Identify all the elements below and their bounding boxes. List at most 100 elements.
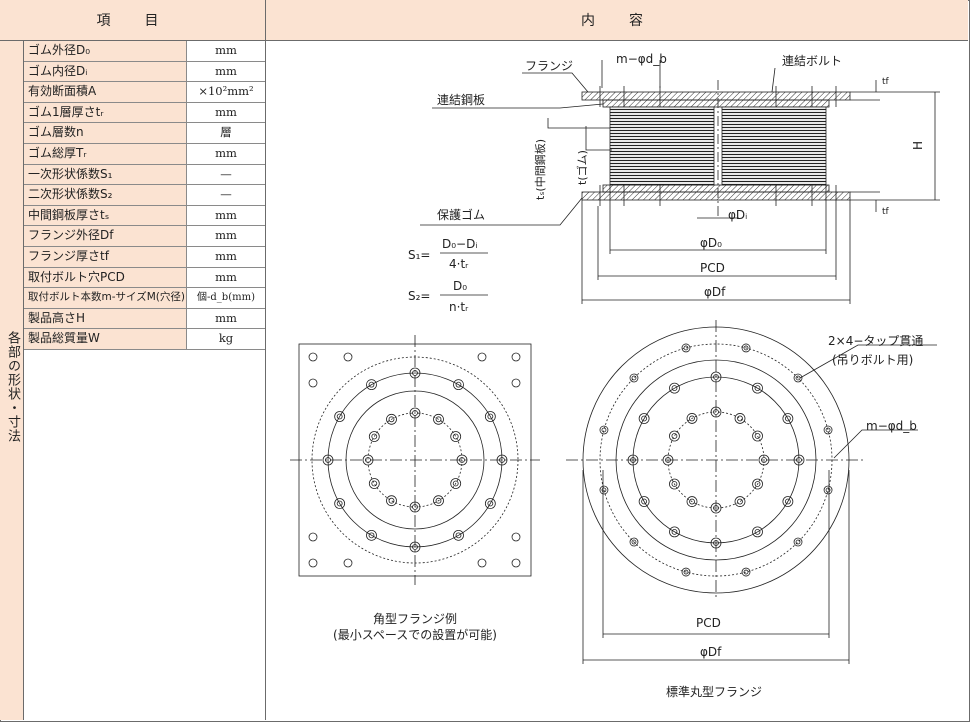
bottom-flange	[581, 191, 851, 201]
bolt-hole	[409, 367, 421, 379]
bolt-hole-inner	[796, 457, 802, 463]
bolt-hole	[734, 496, 746, 507]
square-bolt-holes	[322, 367, 508, 553]
bolt-hole-inner	[754, 528, 761, 535]
bolt-hole-inner	[371, 480, 378, 487]
bolt-hole-inner	[689, 415, 695, 422]
bolt-hole	[734, 413, 746, 424]
bolt-hole	[823, 425, 833, 435]
label-H: H	[911, 141, 925, 150]
row-name: 製品高さH	[24, 308, 187, 329]
bolt-hole-inner	[683, 345, 689, 351]
row-unit: kg	[218, 331, 234, 346]
bolt-hole	[741, 343, 751, 353]
bolt-hole-inner	[754, 433, 761, 439]
bolt-hole	[710, 406, 722, 418]
rubber-right	[721, 106, 827, 186]
caption-round: 標準丸型フランジ	[666, 684, 762, 699]
s2-lhs: S₂=	[408, 289, 430, 303]
bolt-hole-inner	[671, 385, 678, 392]
label-tap-sub: (吊りボルト用)	[832, 353, 913, 367]
bolt-hole-inner	[455, 381, 462, 388]
bolt-hole	[681, 567, 691, 577]
bolt-hole	[823, 485, 833, 495]
rubber-left	[609, 106, 715, 186]
label-mid-plate: tₛ(中間鋼板)	[533, 139, 547, 200]
header-item: 項 目	[0, 0, 266, 41]
bolt-hole	[669, 526, 680, 538]
row-name: フランジ厚さtf	[24, 246, 187, 267]
row-unit: mm	[215, 43, 237, 57]
label-tf-bottom: tf	[882, 207, 890, 217]
bolt-hole-inner	[487, 500, 494, 507]
elevation-labels: フランジ m−φd_b 連結ボルト 連結鋼板 tₛ(中間鋼板) t(ゴム) 保護…	[437, 52, 925, 299]
bolt-hole-inner	[601, 487, 607, 493]
bolt-hole	[782, 413, 794, 424]
label-phi-df: φDf	[704, 285, 726, 299]
label-rubber-t: t(ゴム)	[575, 150, 589, 185]
row-unit: —	[220, 166, 232, 181]
bolt-hole-inner	[713, 505, 719, 511]
bolt-hole	[334, 411, 346, 422]
header-content: 内 容	[266, 0, 968, 41]
bolt-hole-inner	[795, 539, 801, 545]
label-tf-top: tf	[882, 77, 890, 87]
bolt-hole	[710, 371, 722, 383]
row-unit: mm	[215, 310, 237, 325]
bolt-hole-inner	[630, 457, 636, 463]
top-conn-plate	[602, 99, 830, 108]
s2-numerator: D₀	[453, 279, 467, 293]
bolt-hole	[456, 454, 468, 466]
bolt-hole-inner	[825, 487, 831, 493]
bolt-hole-inner	[825, 427, 831, 433]
bolt-hole	[334, 498, 346, 509]
bolt-hole-inner	[743, 345, 749, 351]
bolt-hole	[362, 454, 374, 466]
s1-lhs: S₁=	[408, 248, 430, 262]
bolt-hole	[710, 537, 722, 549]
bolt-hole	[752, 478, 763, 490]
bolt-hole	[782, 496, 794, 507]
bolt-hole-inner	[784, 415, 791, 422]
bolt-hole-inner	[761, 457, 767, 463]
bolt-hole-inner	[452, 480, 459, 487]
bolt-hole	[710, 502, 722, 514]
bolt-hole	[433, 495, 444, 507]
row-name: 中間鋼板厚さtₛ	[24, 205, 187, 226]
bolt-hole-inner	[641, 498, 648, 505]
bolt-hole-inner	[713, 409, 719, 415]
bolt-hole-inner	[455, 532, 462, 539]
bolt-hole	[629, 373, 639, 383]
bolt-hole	[793, 537, 803, 547]
bolt-hole-inner	[412, 544, 418, 550]
s1-denominator: 4·tᵣ	[449, 257, 469, 271]
bolt-hole	[453, 529, 464, 541]
top-flange	[581, 91, 851, 101]
bolt-hole	[386, 495, 397, 507]
bolt-hole	[627, 454, 639, 466]
bolt-hole-inner	[452, 433, 459, 440]
bolt-hole	[599, 425, 609, 435]
bolt-hole-inner	[412, 370, 418, 376]
round-labels: 2×4−タップ貫通 (吊りボルト用) m−φd_b PCD φDf 標準丸型フラ…	[666, 334, 923, 699]
square-caption: 角型フランジ例 (最小スペースでの設置が可能)	[333, 612, 497, 642]
bolt-hole	[496, 454, 508, 466]
bolt-hole	[752, 526, 763, 538]
table-row: 一次形状係数S₁—	[24, 164, 265, 186]
row-unit: mm	[215, 248, 237, 263]
bolt-hole	[450, 431, 462, 442]
bolt-hole	[669, 478, 680, 490]
label-pcd: PCD	[700, 261, 725, 275]
row-name: ゴム1層厚さtᵣ	[24, 102, 187, 123]
bolt-hole-inner	[631, 375, 637, 381]
bolt-hole-inner	[325, 457, 331, 463]
bolt-hole-inner	[388, 416, 395, 423]
bolt-hole-inner	[412, 410, 418, 416]
label-phi-d0: φD₀	[700, 236, 722, 250]
table-row: 製品高さH mm	[24, 308, 265, 330]
